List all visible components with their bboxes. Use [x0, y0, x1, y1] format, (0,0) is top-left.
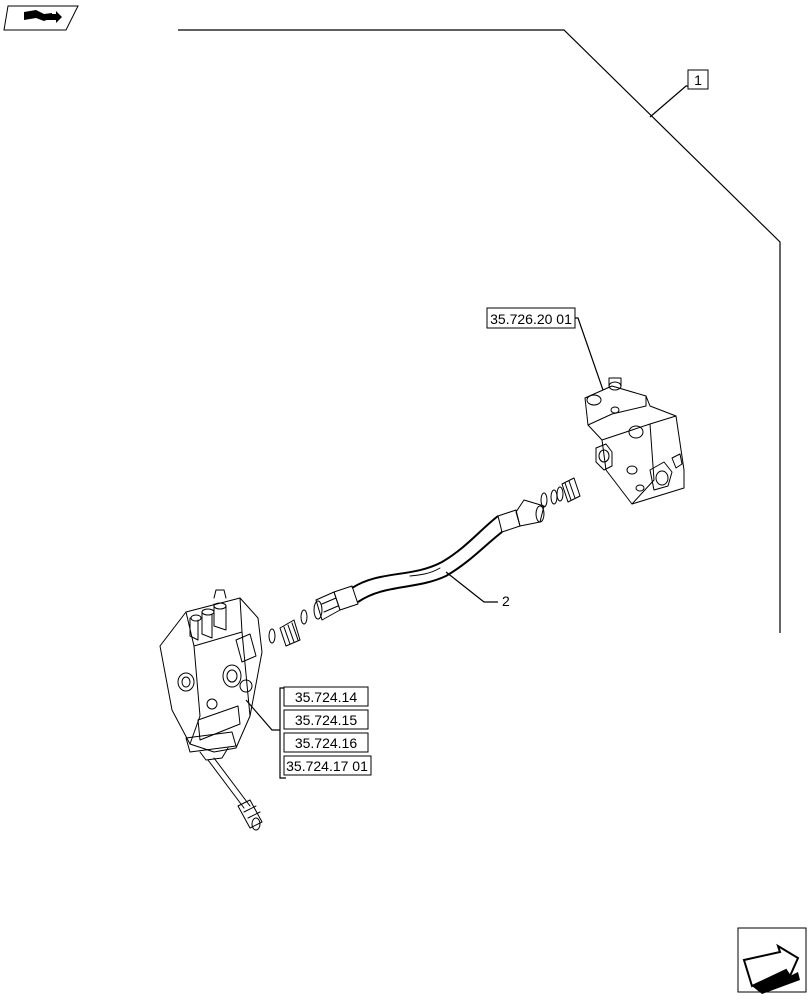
ref-list-item-1: 35.724.14: [295, 689, 357, 705]
o-ring-upper-2: [550, 489, 558, 505]
ref-valve-block[interactable]: 35.726.20 01: [486, 307, 576, 329]
callout-1[interactable]: 1: [687, 69, 709, 90]
next-page-arrow-icon[interactable]: [737, 927, 807, 994]
callout-1-label: 1: [694, 72, 702, 88]
o-ring-lower-1: [300, 609, 308, 625]
ref-list[interactable]: 35.724.14 35.724.15 35.724.16 35.724.17 …: [283, 686, 372, 776]
ref-valve-block-leader: [575, 317, 604, 391]
control-valve-lower: [159, 589, 263, 831]
ref-list-item-3: 35.724.16: [295, 735, 357, 751]
hose-assembly: [313, 499, 545, 621]
ref-list-item-4: 35.724.17 01: [286, 758, 368, 774]
ref-list-item-2: 35.724.15: [295, 712, 357, 728]
callout-2-label: 2: [502, 593, 510, 609]
ref-list-leader: [245, 699, 280, 731]
assembly-boundary: [178, 29, 781, 633]
valve-block-upper: [584, 377, 685, 505]
fitting-upper: [540, 477, 581, 508]
ref-valve-block-label: 35.726.20 01: [490, 311, 572, 327]
ref-list-bracket: [279, 687, 286, 779]
fitting-lower: [268, 609, 308, 647]
callout-2-leader: [445, 571, 498, 603]
o-ring-lower-2: [268, 628, 276, 644]
book-arrow-icon[interactable]: [3, 5, 79, 31]
